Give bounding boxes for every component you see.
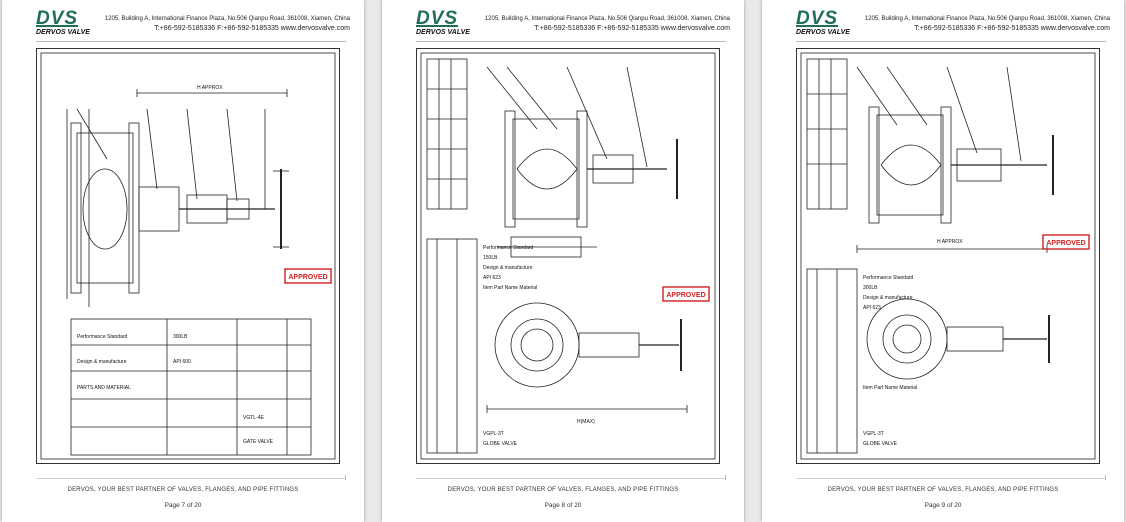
svg-text:APPROVED: APPROVED (666, 292, 705, 299)
page-number: Page 7 of 20 (164, 502, 202, 509)
valve-drawing: H APPROX Performance Standard 300LB Desi… (796, 48, 1100, 464)
drawing-number: VGTL-4E (243, 415, 265, 421)
design-standard: API 600 (173, 359, 191, 365)
dimension-label: H(MAX) (577, 419, 595, 425)
company-logo: DVS DERVOS VALVE (416, 8, 470, 36)
approved-stamp: APPROVED (1042, 234, 1090, 250)
pressure-class: 150LB (483, 255, 498, 261)
document-page-9: DVS DERVOS VALVE 1205, Building A, Inter… (762, 0, 1124, 522)
valve-type: GLOBE VALVE (863, 441, 898, 447)
globe-valve-drawing-svg: H APPROX Performance Standard 300LB Desi… (800, 52, 1096, 460)
pressure-class: 300LB (173, 334, 188, 340)
document-page-8: DVS DERVOS VALVE 1205, Building A, Inter… (382, 0, 744, 522)
valve-type: GATE VALVE (243, 439, 274, 445)
company-address: 1205, Building A, International Finance … (864, 16, 1110, 32)
svg-text:APPROVED: APPROVED (288, 274, 327, 281)
pressure-class: 300LB (863, 285, 878, 291)
dimension-label: H APPROX (197, 85, 223, 91)
page-header: DVS DERVOS VALVE 1205, Building A, Inter… (2, 0, 364, 42)
page-header: DVS DERVOS VALVE 1205, Building A, Inter… (382, 0, 744, 42)
header-rule (796, 41, 1106, 42)
performance-title: Performance Standard (483, 245, 534, 251)
performance-title: Performance Standard (863, 275, 914, 281)
header-rule (36, 41, 346, 42)
globe-valve-drawing-svg: H(MAX) Performance Standard 150LB Design… (420, 52, 716, 460)
drawing-number: VGPL-3T (483, 431, 504, 437)
footer-rule (36, 475, 346, 480)
valve-drawing: H(MAX) Performance Standard 150LB Design… (416, 48, 720, 464)
company-address: 1205, Building A, International Finance … (484, 16, 730, 32)
header-rule (416, 41, 726, 42)
footer-rule (796, 475, 1106, 480)
gate-valve-drawing-svg: H APPROX Performance Standard 300LB Desi… (40, 52, 336, 460)
approved-stamp: APPROVED (284, 268, 332, 284)
footer-tagline: DERVOS, YOUR BEST PARTNER OF VALVES, FLA… (67, 487, 299, 493)
page-header: DVS DERVOS VALVE 1205, Building A, Inter… (762, 0, 1124, 42)
company-address: 1205, Building A, International Finance … (104, 16, 350, 32)
design-label: Design & manufacture (483, 265, 533, 271)
valve-drawing: H APPROX Performance Standard 300LB Desi… (36, 48, 340, 464)
performance-title: Performance Standard (77, 334, 128, 340)
company-logo: DVS DERVOS VALVE (796, 8, 850, 36)
document-page-7: DVS DERVOS VALVE 1205, Building A, Inter… (2, 0, 364, 522)
dimension-label: H APPROX (937, 239, 963, 245)
parts-header: Item Part Name Material (863, 385, 917, 391)
design-label: Design & manufacture (863, 295, 913, 301)
company-logo: DVS DERVOS VALVE (36, 8, 90, 36)
parts-header: Item Part Name Material (483, 285, 537, 291)
drawing-number: VGPL-3T (863, 431, 884, 437)
page-number: Page 8 of 20 (544, 502, 582, 509)
svg-text:APPROVED: APPROVED (1046, 240, 1085, 247)
design-label: Design & manufacture (77, 359, 127, 365)
approved-stamp: APPROVED (662, 286, 710, 302)
design-standard: API 623 (863, 305, 881, 311)
design-standard: API 623 (483, 275, 501, 281)
valve-type: GLOBE VALVE (483, 441, 518, 447)
footer-tagline: DERVOS, YOUR BEST PARTNER OF VALVES, FLA… (447, 487, 679, 493)
parts-header: PARTS AND MATERIAL (77, 385, 131, 391)
footer-rule (416, 475, 726, 480)
page-number: Page 9 of 20 (924, 502, 962, 509)
footer-tagline: DERVOS, YOUR BEST PARTNER OF VALVES, FLA… (827, 487, 1059, 493)
